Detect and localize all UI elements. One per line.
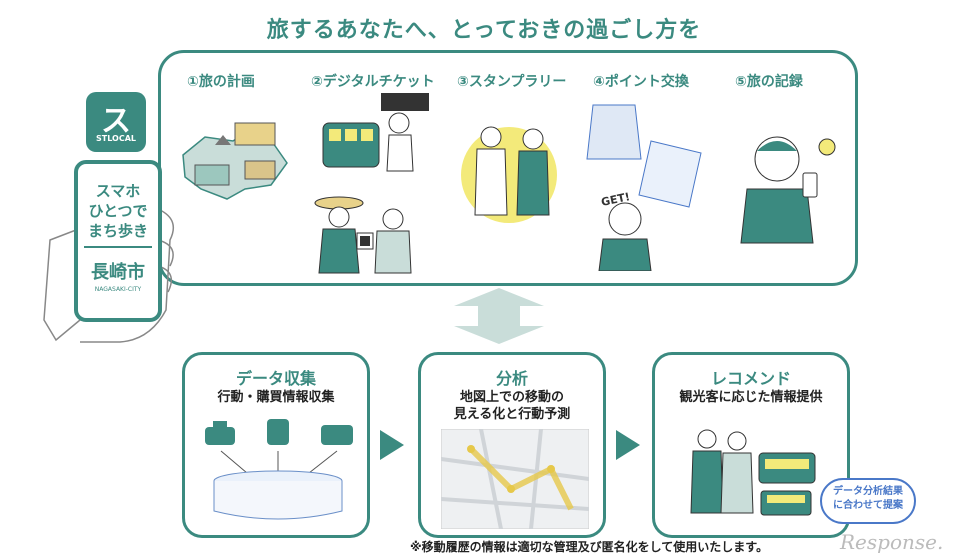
phone-line-1: スマホ [95,182,141,200]
recommend-title: レコメンド [710,369,791,388]
step-label-stamp: ③スタンプラリー [457,74,567,90]
data-collection-title: データ収集 [235,369,316,388]
app-icon [86,92,146,152]
recommendation-bubble [820,478,916,524]
city-name: 長崎市 [91,262,145,283]
data-collection-subtitle: 行動・購買情報収集 [217,390,335,405]
recommend-box: レコメンド 観光客に応じた情報提供 [652,352,850,538]
analysis-subtitle-line-1: 地図上での移動の [459,390,564,405]
recommendation-bubble-text: データ分析結果 に合わせて提案 [820,485,916,513]
bubble-line-2: に合わせて提案 [833,500,903,511]
step-label-points: ④ポイント交換 [593,74,689,90]
step-label-ticket: ②デジタルチケット [311,74,435,90]
bidirectional-arrow-icon [454,288,544,344]
movement-map-illustration [441,429,589,529]
arrow-right-icon [616,430,640,460]
bubble-line-1: データ分析結果 [833,486,903,497]
map-illustration [182,122,288,200]
analysis-box: 分析 地図上での移動の 見える化と行動予測 [418,352,606,538]
ticket-scan-illustration [314,196,412,274]
tourists-tram-illustration [690,429,816,516]
steps-panel: ①旅の計画 ②デジタルチケット ③スタンプラリー ④ポイント交換 ⑤旅の記録 [158,50,858,286]
tram-illustration [322,93,429,172]
data-sources-illustration [205,419,353,520]
travel-record-illustration [740,136,836,244]
phone-line-2: ひとつで [88,202,148,220]
phone-divider [84,246,152,248]
analysis-title: 分析 [495,369,528,388]
city-roman: NAGASAKI-CITY [94,286,142,293]
arrow-right-icon [380,430,404,460]
app-icon-glyph: ス [101,104,131,139]
footnote: ※移動履歴の情報は適切な管理及び匿名化をして使用いたします。 [410,540,769,554]
stamp-rally-illustration [461,126,557,223]
analysis-subtitle-line-2: 見える化と行動予測 [453,407,571,422]
data-collection-box: データ収集 行動・購買情報収集 [182,352,370,538]
app-name: STLOCAL [96,134,136,143]
headline: 旅するあなたへ、とっておきの過ごし方を [266,18,702,43]
step-label-record: ⑤旅の記録 [735,74,803,90]
recommend-subtitle: 観光客に応じた情報提供 [679,390,823,405]
point-exchange-illustration [586,104,702,271]
train-icon [267,419,289,445]
watermark-logo: Response. [840,530,944,554]
phone-line-3: まち歩き [87,222,148,240]
smartphone [74,160,162,322]
step-label-plan: ①旅の計画 [187,74,255,90]
